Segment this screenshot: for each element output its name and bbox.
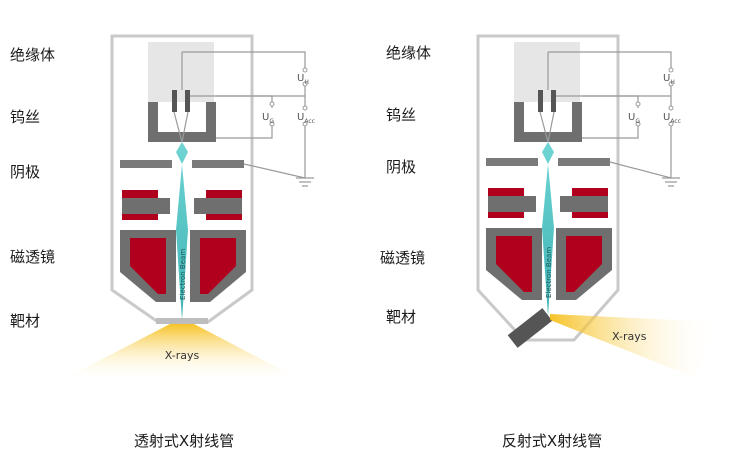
x-ray-fan	[58, 324, 305, 382]
cathode-plate-right	[192, 160, 244, 168]
voltage-uh: UH	[297, 73, 309, 86]
transmission-tube: Electron Beam X-rays UH UG UAcc 绝缘体 钨丝 阴…	[10, 34, 315, 450]
label-insulator: 绝缘体	[386, 44, 431, 62]
coil-left-bar	[122, 198, 170, 214]
beam-label: Electron Beam	[545, 247, 553, 298]
coil-right-bar	[194, 198, 242, 214]
insulator-block	[514, 42, 580, 102]
filament-electrode-left	[172, 90, 177, 112]
filament-holder	[148, 102, 216, 142]
label-target: 靶材	[386, 308, 416, 326]
coil-left-bar	[488, 196, 536, 212]
label-cathode: 阴极	[10, 163, 40, 181]
caption-transmission: 透射式X射线管	[134, 432, 234, 450]
coil-left-top	[122, 190, 158, 198]
x-ray-label: X-rays	[165, 349, 200, 362]
electron-beam	[542, 142, 554, 316]
beam-label: Electron Beam	[179, 249, 187, 300]
voltage-uh: UH	[663, 73, 675, 86]
coil-right-top	[572, 188, 608, 196]
coil-right-bar	[560, 196, 608, 212]
voltage-ug: UG	[628, 112, 640, 125]
caption-reflection: 反射式X射线管	[502, 432, 602, 450]
voltage-uacc: UAcc	[663, 112, 681, 125]
lens-right-core	[566, 236, 602, 292]
coil-left-bottom	[488, 212, 524, 218]
coil-right-top	[206, 190, 242, 198]
label-insulator: 绝缘体	[10, 46, 55, 64]
filament-holder	[514, 102, 582, 142]
lens-left-core	[496, 236, 532, 292]
filament-electrode-left	[538, 90, 543, 112]
reflection-tube: Electron Beam X-rays UH UG UAcc 绝缘体 钨丝 阴…	[380, 34, 718, 450]
insulator-block	[148, 42, 214, 102]
x-ray-fan	[550, 314, 718, 378]
x-ray-label: X-rays	[612, 330, 647, 343]
label-cathode: 阴极	[386, 158, 416, 176]
label-target: 靶材	[10, 312, 40, 330]
coil-right-bottom	[206, 214, 242, 220]
label-filament: 钨丝	[10, 108, 40, 126]
label-filament: 钨丝	[386, 106, 416, 124]
voltage-uacc: UAcc	[297, 112, 315, 125]
cathode-plate-left	[486, 158, 538, 166]
tube-housing	[476, 34, 620, 342]
filament-electrode-right	[551, 90, 556, 112]
angled-target	[507, 308, 553, 348]
coil-right-bottom	[572, 212, 608, 218]
coil-left-top	[488, 188, 524, 196]
voltage-ug: UG	[262, 112, 274, 125]
cathode-plate-right	[558, 158, 610, 166]
coil-left-bottom	[122, 214, 158, 220]
lens-right-core	[200, 238, 236, 294]
label-lens: 磁透镜	[10, 248, 55, 266]
electron-beam	[176, 142, 188, 320]
lens-left-core	[130, 238, 166, 294]
target-window	[156, 318, 208, 324]
label-lens: 磁透镜	[380, 249, 425, 267]
cathode-plate-left	[120, 160, 172, 168]
filament-electrode-right	[185, 90, 190, 112]
